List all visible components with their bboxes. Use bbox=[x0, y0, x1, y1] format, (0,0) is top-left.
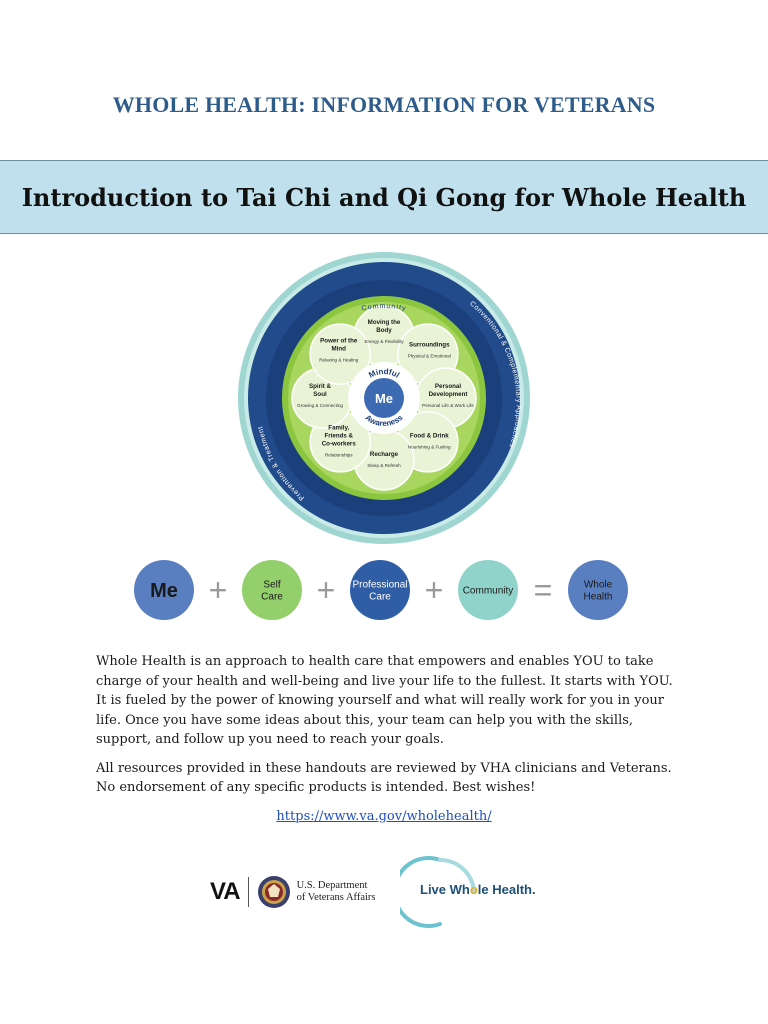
intro-paragraph: Whole Health is an approach to health ca… bbox=[96, 654, 673, 747]
petal-title: Spirit &Soul bbox=[309, 383, 332, 398]
wheel-petal bbox=[309, 323, 371, 385]
petal-title: Family,Friends &Co-workers bbox=[322, 424, 357, 447]
petal-subtitle: Nourishing & Fueling bbox=[408, 444, 451, 449]
equation-term-circle bbox=[134, 560, 194, 620]
community-ring-text: Community bbox=[361, 303, 407, 313]
petal-subtitle: Relationships bbox=[325, 452, 353, 457]
plus-sign: + bbox=[425, 572, 444, 608]
equation-term-circle bbox=[458, 560, 518, 620]
top-title: WHOLE HEALTH: INFORMATION FOR VETERANS bbox=[112, 92, 656, 117]
va-logo: VA U.S. Department of Veterans Affairs bbox=[210, 866, 376, 918]
body-text: Whole Health is an approach to health ca… bbox=[96, 652, 676, 807]
awareness-text: Awareness bbox=[364, 413, 405, 428]
live-whole-health-logo bbox=[400, 856, 476, 928]
live-whole-health-text: Live Whole Health. bbox=[420, 882, 536, 897]
title-banner: Introduction to Tai Chi and Qi Gong for … bbox=[0, 160, 768, 234]
plus-sign: + bbox=[317, 572, 336, 608]
petal-subtitle: Sleep & Refresh bbox=[367, 463, 401, 468]
equation-term-circle bbox=[568, 560, 628, 620]
plus-sign: + bbox=[209, 572, 228, 608]
disclaimer-paragraph: All resources provided in these handouts… bbox=[96, 760, 672, 796]
va-wordmark: VA bbox=[210, 877, 249, 907]
petal-subtitle: Personal Life & Work Life bbox=[422, 403, 474, 408]
petal-subtitle: Relaxing & Healing bbox=[319, 358, 359, 363]
center-label: Me bbox=[375, 391, 393, 406]
va-department-name: U.S. Department of Veterans Affairs bbox=[296, 880, 376, 903]
petal-title: Food & Drink bbox=[410, 432, 449, 439]
equation-term-label: Me bbox=[150, 580, 178, 602]
banner-title: Introduction to Tai Chi and Qi Gong for … bbox=[21, 182, 747, 212]
me-center bbox=[364, 378, 404, 418]
lwh-text-part2: le Health. bbox=[477, 882, 536, 897]
logo-ring-icon bbox=[400, 856, 442, 928]
va-seal-icon bbox=[257, 876, 290, 908]
equation-term-circle bbox=[242, 560, 302, 620]
petal-subtitle: Growing & Connecting bbox=[297, 403, 343, 408]
lwh-text-o: o bbox=[469, 882, 478, 897]
equation-term-circle bbox=[350, 560, 410, 620]
equation-term-label: Community bbox=[463, 586, 514, 597]
petal-subtitle: Physical & Emotional bbox=[408, 354, 451, 359]
petal-subtitle: Energy & Flexibility bbox=[364, 339, 404, 344]
equals-sign: = bbox=[534, 572, 553, 608]
lwh-text-part1: Live Wh bbox=[420, 882, 470, 897]
petal-title: Surroundings bbox=[409, 342, 450, 349]
petal-title: Recharge bbox=[370, 451, 399, 458]
whole-health-link[interactable]: https://www.va.gov/wholehealth/ bbox=[276, 809, 492, 824]
